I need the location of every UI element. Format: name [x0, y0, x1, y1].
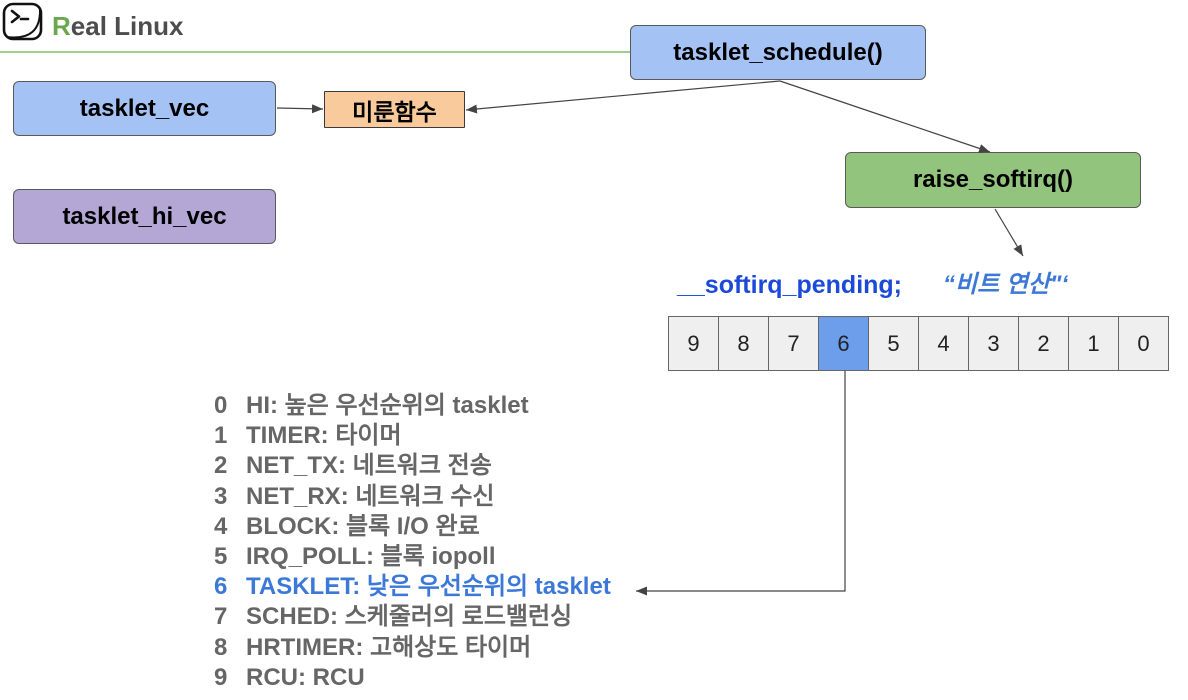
softirq-number: 1 [214, 422, 228, 450]
softirq-number: 0 [214, 392, 228, 419]
softirq-type-list: 0 HI: 높은 우선순위의 tasklet 1 TIMER: 타이머 2 NET_T… [214, 391, 611, 693]
tasklet-hi-vec-node: tasklet_hi_vec [13, 189, 276, 244]
bit-cell: 6 [819, 316, 869, 371]
softirq-item: 5 IRQ_POLL: 블록 iopoll [214, 542, 611, 572]
softirq-item: 2 NET_TX: 네트워크 전송 [214, 451, 611, 481]
arrow-schedule-to-deferred [465, 80, 781, 114]
softirq-item: 8 HRTIMER: 고해상도 타이머 [214, 633, 611, 663]
softirq-number: 6 [214, 573, 228, 601]
bit-cell: 8 [719, 316, 769, 371]
logo-shadow [6, 8, 42, 39]
logo-frame [2, 2, 43, 41]
terminal-icon [2, 2, 43, 41]
softirq-number: 4 [214, 512, 228, 540]
arrow-tasklet-vec-to-deferred [276, 104, 324, 114]
header-divider [0, 51, 630, 53]
softirq-description: RCU: RCU [246, 663, 365, 691]
softirq-item: 6 TASKLET: 낮은 우선순위의 tasklet [214, 572, 611, 602]
brand-initial: R [52, 11, 71, 41]
arrow-schedule-to-raise-softirq [779, 80, 991, 153]
bit-cell: 5 [869, 316, 919, 371]
bit-cell: 3 [969, 316, 1019, 371]
softirq-description: TIMER: 타이머 [246, 422, 402, 450]
softirq-number: 7 [214, 603, 228, 631]
softirq-description: BLOCK: 블록 I/O 완료 [246, 512, 480, 540]
softirq-description: NET_RX: 네트워크 수신 [246, 482, 495, 510]
softirq-number: 9 [214, 663, 228, 691]
arrow-raise-softirq-to-pending [994, 208, 1024, 257]
softirq-description: SCHED: 스케줄러의 로드밸런싱 [246, 603, 573, 631]
softirq-item: 9 RCU: RCU [214, 663, 611, 693]
deferred-function-node: 미룬함수 [324, 91, 465, 128]
softirq-item: 4 BLOCK: 블록 I/O 완료 [214, 512, 611, 542]
softirq-description: HI: 높은 우선순위의 tasklet [246, 392, 529, 419]
arrow-bit6-to-tasklet-item [636, 371, 846, 596]
softirq-number: 8 [214, 633, 228, 661]
bit-cell: 1 [1069, 316, 1119, 371]
logo-chevron [10, 9, 21, 24]
softirq-number: 3 [214, 482, 228, 510]
softirq-item: 1 TIMER: 타이머 [214, 421, 611, 451]
bit-cell: 4 [919, 316, 969, 371]
bit-cell: 2 [1019, 316, 1069, 371]
bit-cell: 7 [769, 316, 819, 371]
softirq-item: 0 HI: 높은 우선순위의 tasklet [214, 391, 611, 421]
softirq-description: TASKLET: 낮은 우선순위의 tasklet [246, 573, 611, 601]
brand-rest: eal Linux [70, 11, 184, 41]
softirq-description: IRQ_POLL: 블록 iopoll [246, 542, 496, 570]
brand-title: Real Linux [52, 10, 183, 42]
softirq-number: 5 [214, 542, 228, 570]
bit-cell: 9 [669, 316, 719, 371]
softirq-description: NET_TX: 네트워크 전송 [246, 452, 492, 480]
bit-operation-note: “비트 연산"‘ [943, 271, 1069, 298]
tasklet-schedule-node: tasklet_schedule() [630, 25, 926, 80]
softirq-pending-bitmap: 9 8 7 6 5 4 3 2 1 0 [668, 316, 1169, 371]
softirq-description: HRTIMER: 고해상도 타이머 [246, 633, 532, 661]
raise-softirq-node: raise_softirq() [845, 152, 1141, 208]
softirq-item: 3 NET_RX: 네트워크 수신 [214, 482, 611, 512]
bit-cell: 0 [1119, 316, 1169, 371]
tasklet-vec-node: tasklet_vec [13, 81, 276, 136]
softirq-item: 7 SCHED: 스케줄러의 로드밸런싱 [214, 602, 611, 632]
softirq-number: 2 [214, 452, 228, 480]
softirq-pending-label: __softirq_pending; [677, 271, 903, 299]
